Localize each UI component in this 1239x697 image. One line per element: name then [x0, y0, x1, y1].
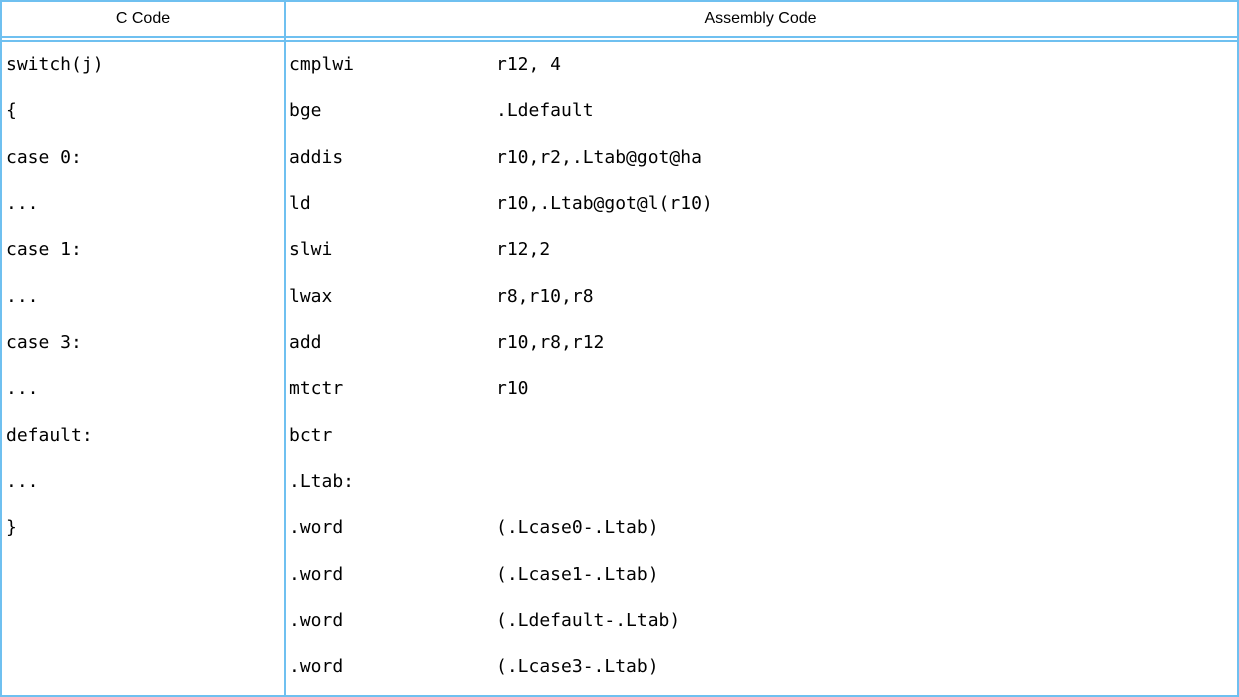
header-c-code: C Code: [115, 10, 171, 27]
c-code-line: ...: [6, 471, 39, 493]
assembly-operands: r12, 4: [496, 54, 562, 75]
assembly-operands: .Ldefault: [496, 100, 594, 122]
assembly-line: bge .Ldefault: [289, 88, 1237, 134]
assembly-mnemonic: ld: [289, 193, 311, 215]
c-code-line: case 0:: [6, 146, 82, 168]
c-code-column: switch(j) { case 0:... case 1:... case 3:...…: [2, 42, 284, 691]
c-code-line: ...: [6, 285, 39, 307]
assembly-line: .word (.Lcase0-.Ltab): [289, 505, 1237, 551]
c-code-line: case 3:: [6, 332, 82, 354]
assembly-column: cmplwi r12, 4 bge .Ldefault addis r10,r2,.Lta…: [284, 42, 1237, 691]
assembly-line: cmplwi r12, 4: [289, 42, 1237, 88]
assembly-mnemonic: .Ltab:: [289, 471, 355, 493]
assembly-operands: (.Lcase3-.Ltab): [496, 656, 659, 678]
c-code-line: {: [6, 100, 17, 122]
header-assembly-code: Assembly Code: [704, 10, 817, 27]
assembly-line: mtctr r10: [289, 366, 1237, 412]
assembly-line: addis r10,r2,.Ltab@got@ha: [289, 135, 1237, 181]
assembly-operands: r10,.Ltab@got@l(r10): [496, 193, 713, 215]
assembly-operands: (.Lcase1-.Ltab): [496, 563, 659, 585]
c-code-line: switch(j): [6, 54, 104, 75]
assembly-line: add r10,r8,r12: [289, 320, 1237, 366]
assembly-operands: (.Lcase0-.Ltab): [496, 517, 659, 539]
assembly-line: lwax r8,r10,r8: [289, 274, 1237, 320]
assembly-mnemonic: .word: [289, 517, 344, 539]
assembly-line: .word (.Ldefault-.Ltab): [289, 598, 1237, 644]
assembly-mnemonic: bge: [289, 100, 322, 122]
c-code-line: }: [6, 517, 17, 539]
assembly-line: .Ltab:: [289, 459, 1237, 505]
assembly-mnemonic: .word: [289, 563, 344, 585]
assembly-operands: r10,r2,.Ltab@got@ha: [496, 146, 702, 168]
assembly-operands: r10: [496, 378, 529, 400]
table-header-row: C Code Assembly Code: [2, 2, 1237, 38]
table-body: switch(j) { case 0:... case 1:... case 3:...…: [2, 42, 1237, 691]
c-code-line: ...: [6, 378, 39, 400]
assembly-line: ld r10,.Ltab@got@l(r10): [289, 181, 1237, 227]
assembly-mnemonic: mtctr: [289, 378, 344, 400]
assembly-line: .word (.Lcase3-.Ltab): [289, 644, 1237, 690]
assembly-mnemonic: addis: [289, 146, 344, 168]
assembly-mnemonic: slwi: [289, 239, 333, 261]
c-code-line: default:: [6, 424, 93, 446]
assembly-mnemonic: .word: [289, 656, 344, 678]
assembly-line: slwi r12,2: [289, 227, 1237, 273]
assembly-operands: r8,r10,r8: [496, 285, 594, 307]
c-code-line: ...: [6, 193, 39, 215]
assembly-line: bctr: [289, 413, 1237, 459]
assembly-mnemonic: cmplwi: [289, 54, 355, 75]
assembly-mnemonic: lwax: [289, 285, 333, 307]
assembly-mnemonic: bctr: [289, 424, 333, 446]
assembly-line: .word (.Lcase1-.Ltab): [289, 552, 1237, 598]
assembly-operands: r12,2: [496, 239, 551, 261]
assembly-mnemonic: add: [289, 332, 322, 354]
column-divider: [284, 2, 286, 695]
assembly-mnemonic: .word: [289, 610, 344, 632]
c-code-line: case 1:: [6, 239, 82, 261]
header-double-rule: [2, 38, 1237, 42]
assembly-operands: r10,r8,r12: [496, 332, 605, 354]
assembly-operands: (.Ldefault-.Ltab): [496, 610, 681, 632]
